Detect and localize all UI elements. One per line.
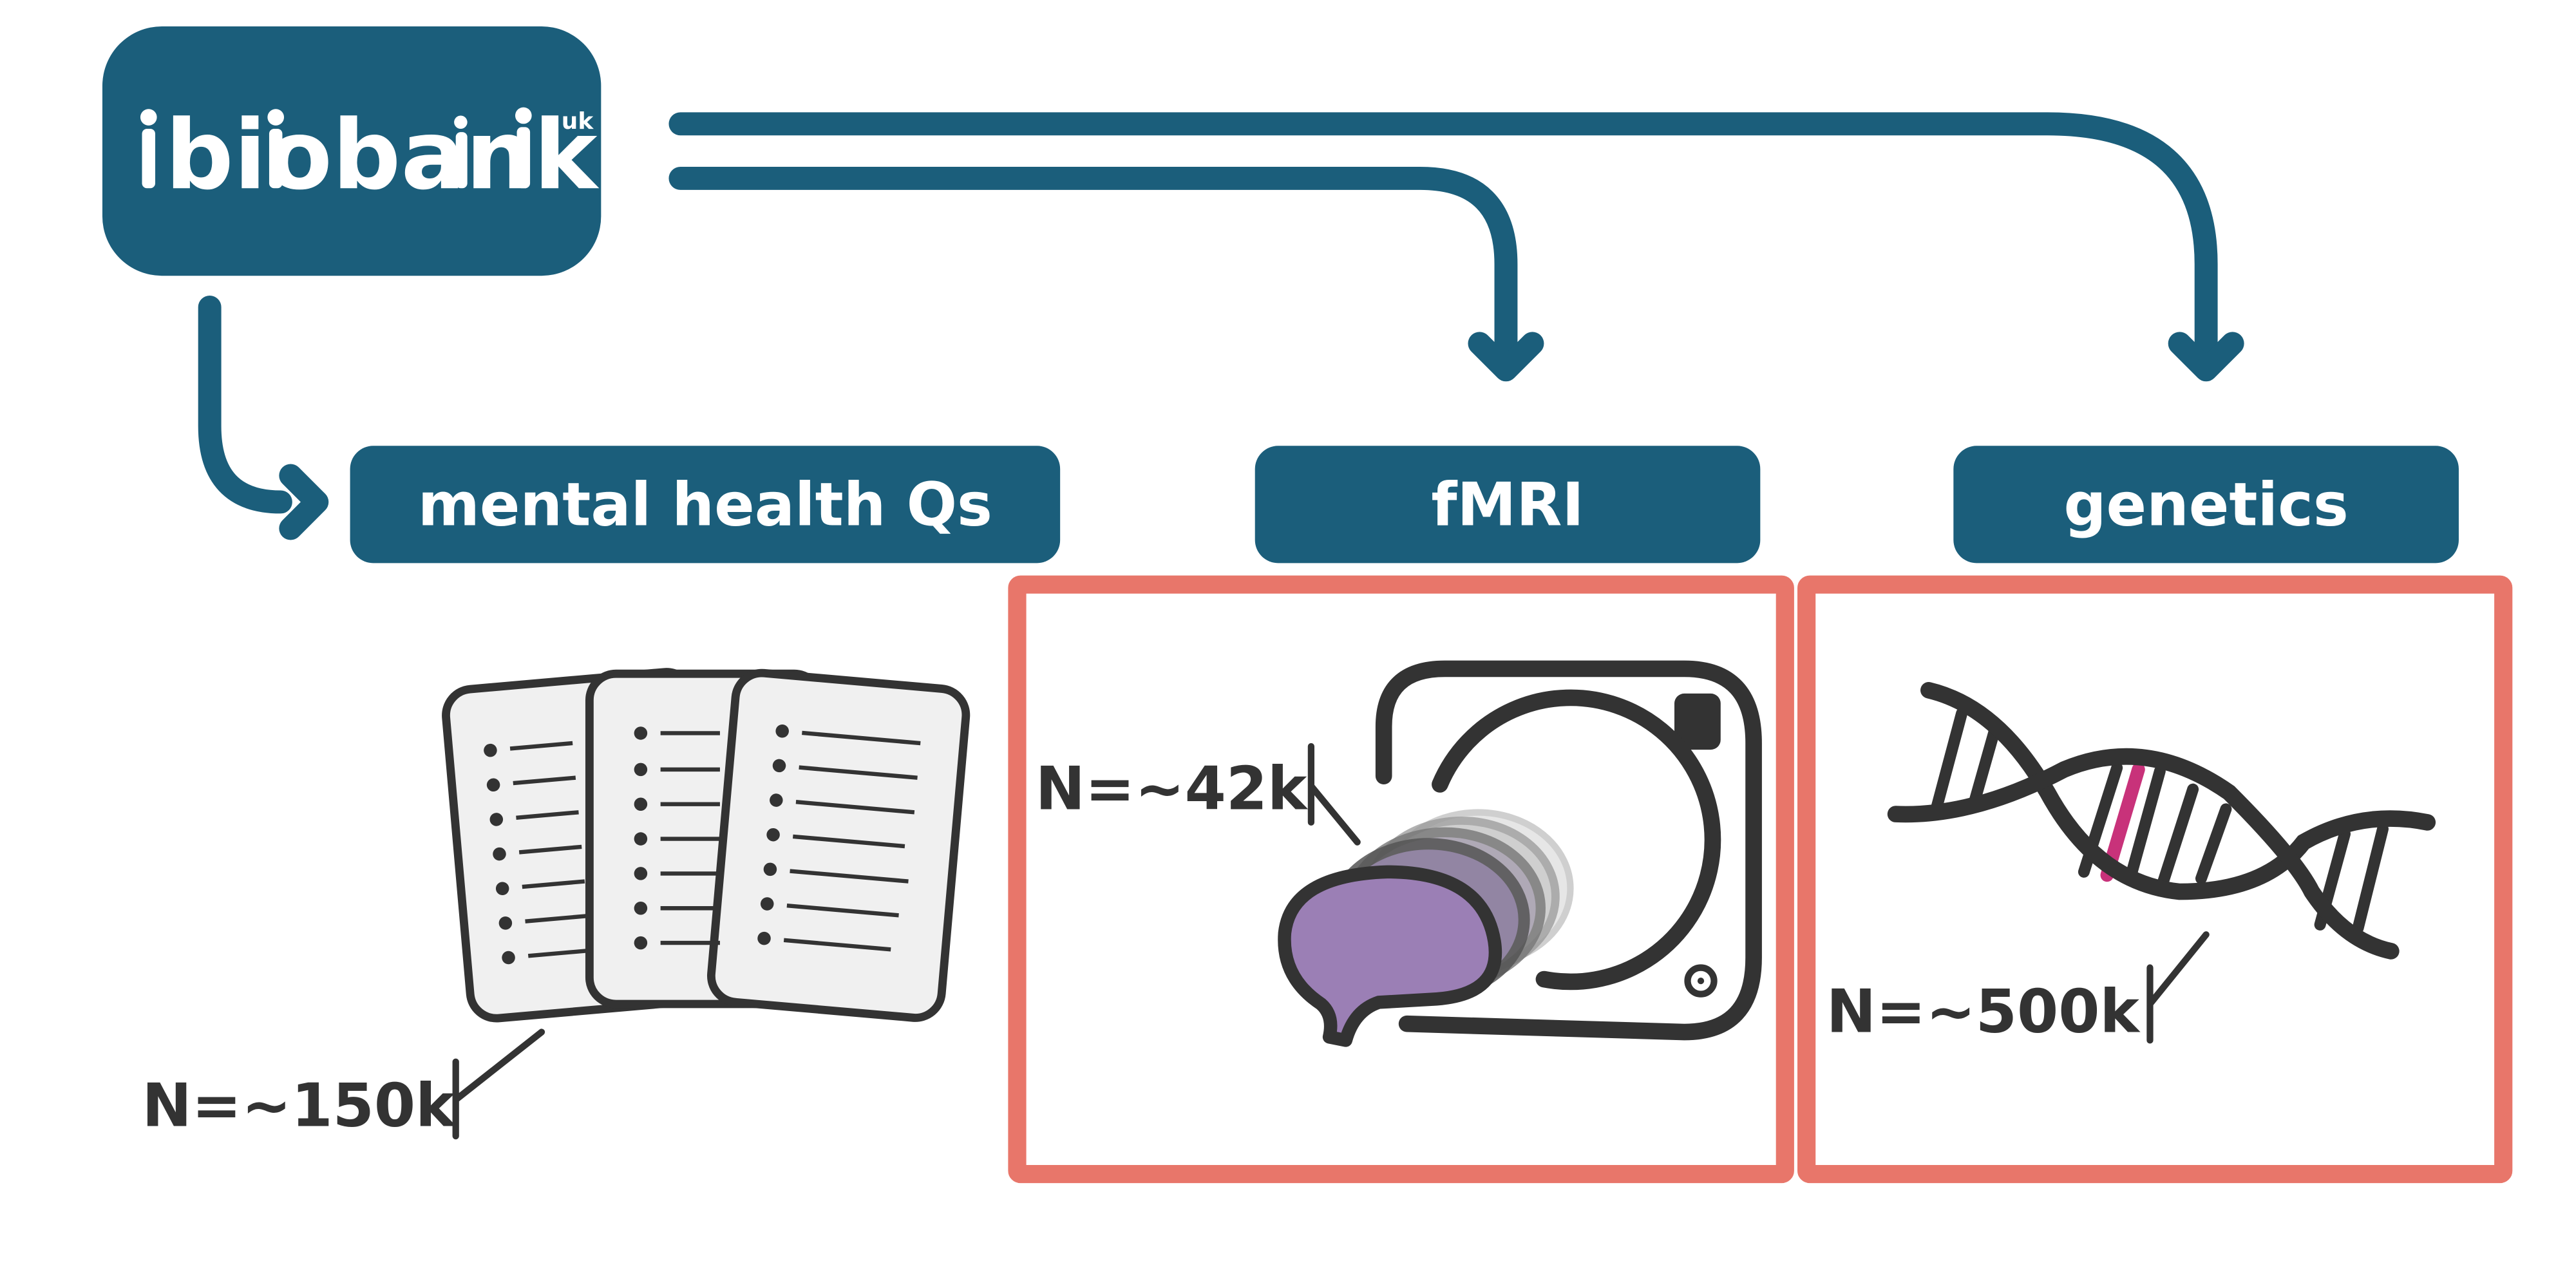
header-mental-health-label: mental health Qs — [418, 469, 992, 539]
arrow-to-fmri — [668, 166, 1518, 362]
n-label-mental-health: N=~150k — [142, 1028, 545, 1141]
brain-icon — [1278, 809, 1574, 1047]
n-label-fmri: N=~42k — [1036, 743, 1361, 846]
arrow-head-mental-health — [279, 464, 329, 540]
biobank-logo: biobank uk — [102, 26, 601, 276]
header-mental-health: mental health Qs — [350, 446, 1061, 564]
logo-superscript: uk — [562, 108, 594, 135]
arrow-head-fmri — [1468, 332, 1544, 382]
n-label-fmri-text: N=~42k — [1036, 753, 1309, 823]
header-fmri: fMRI — [1255, 446, 1761, 564]
n-label-genetics: N=~500k — [1826, 931, 2210, 1046]
highlight-frame-fmri — [1008, 575, 1794, 1184]
arrow-head-genetics — [2168, 332, 2244, 382]
header-genetics-label: genetics — [2063, 469, 2348, 539]
arrow-to-genetics — [668, 112, 2218, 362]
questionnaire-icon — [442, 668, 971, 1023]
n-label-genetics-text: N=~500k — [1826, 977, 2141, 1046]
arrow-to-mental-health — [198, 295, 292, 514]
header-genetics: genetics — [1953, 446, 2459, 564]
n-label-mental-health-text: N=~150k — [142, 1071, 457, 1141]
highlight-frame-genetics — [1797, 575, 2513, 1184]
mri-scanner-icon — [1375, 660, 1762, 1041]
header-fmri-label: fMRI — [1431, 469, 1584, 539]
logo-text: biobank — [165, 100, 599, 211]
dna-icon — [1887, 681, 2436, 960]
